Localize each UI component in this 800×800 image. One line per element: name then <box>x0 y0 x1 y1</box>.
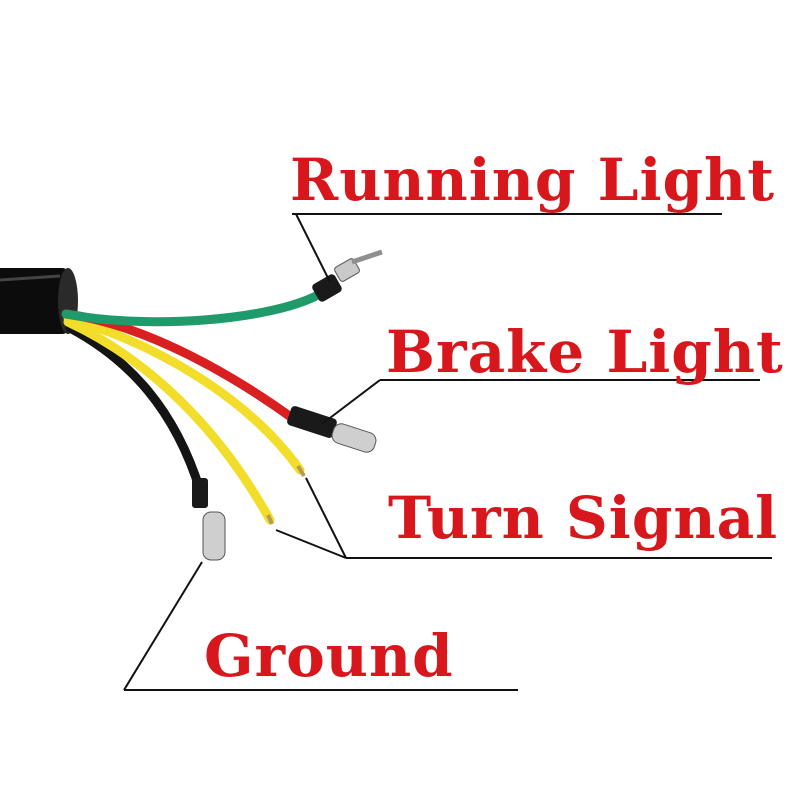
wire-yellow-1 <box>63 317 275 525</box>
leader-line-running-light <box>292 213 722 283</box>
wire-green <box>61 290 323 327</box>
green-wire-connector <box>312 249 383 302</box>
leader-line-ground <box>123 561 518 691</box>
label-running-light: Running Light <box>290 146 775 214</box>
yellow-wire-tips <box>266 464 306 525</box>
black-wire-connector <box>192 478 226 561</box>
label-brake-light: Brake Light <box>386 318 784 386</box>
leader-line-brake-light <box>321 379 760 425</box>
wire-black <box>65 323 205 495</box>
label-turn-signal: Turn Signal <box>388 484 778 552</box>
leader-line-turn-signal <box>275 477 772 559</box>
label-ground: Ground <box>204 622 454 690</box>
wire-yellow-2 <box>63 313 305 475</box>
red-wire-connector <box>287 406 377 453</box>
